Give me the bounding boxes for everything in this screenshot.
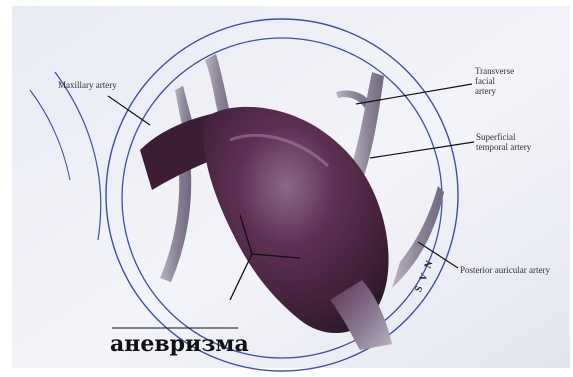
label-superficial-temporal-artery: Superficial temporal artery bbox=[476, 132, 531, 152]
label-maxillary-text: Maxillary artery bbox=[58, 80, 117, 90]
label-maxillary-artery: Maxillary artery bbox=[58, 80, 117, 90]
label-tf-line1: Transverse bbox=[475, 66, 514, 76]
label-posterior-auricular-artery: Posterior auricular artery bbox=[460, 265, 550, 275]
label-tf-line2: facial bbox=[475, 76, 514, 86]
label-transverse-facial-artery: Transverse facial artery bbox=[475, 66, 514, 96]
label-pa-text: Posterior auricular artery bbox=[460, 265, 550, 275]
label-st-line2: temporal artery bbox=[476, 142, 531, 152]
label-tf-line3: artery bbox=[475, 86, 514, 96]
aneurysm-caption: аневризма bbox=[110, 331, 249, 357]
label-st-line1: Superficial bbox=[476, 132, 531, 142]
